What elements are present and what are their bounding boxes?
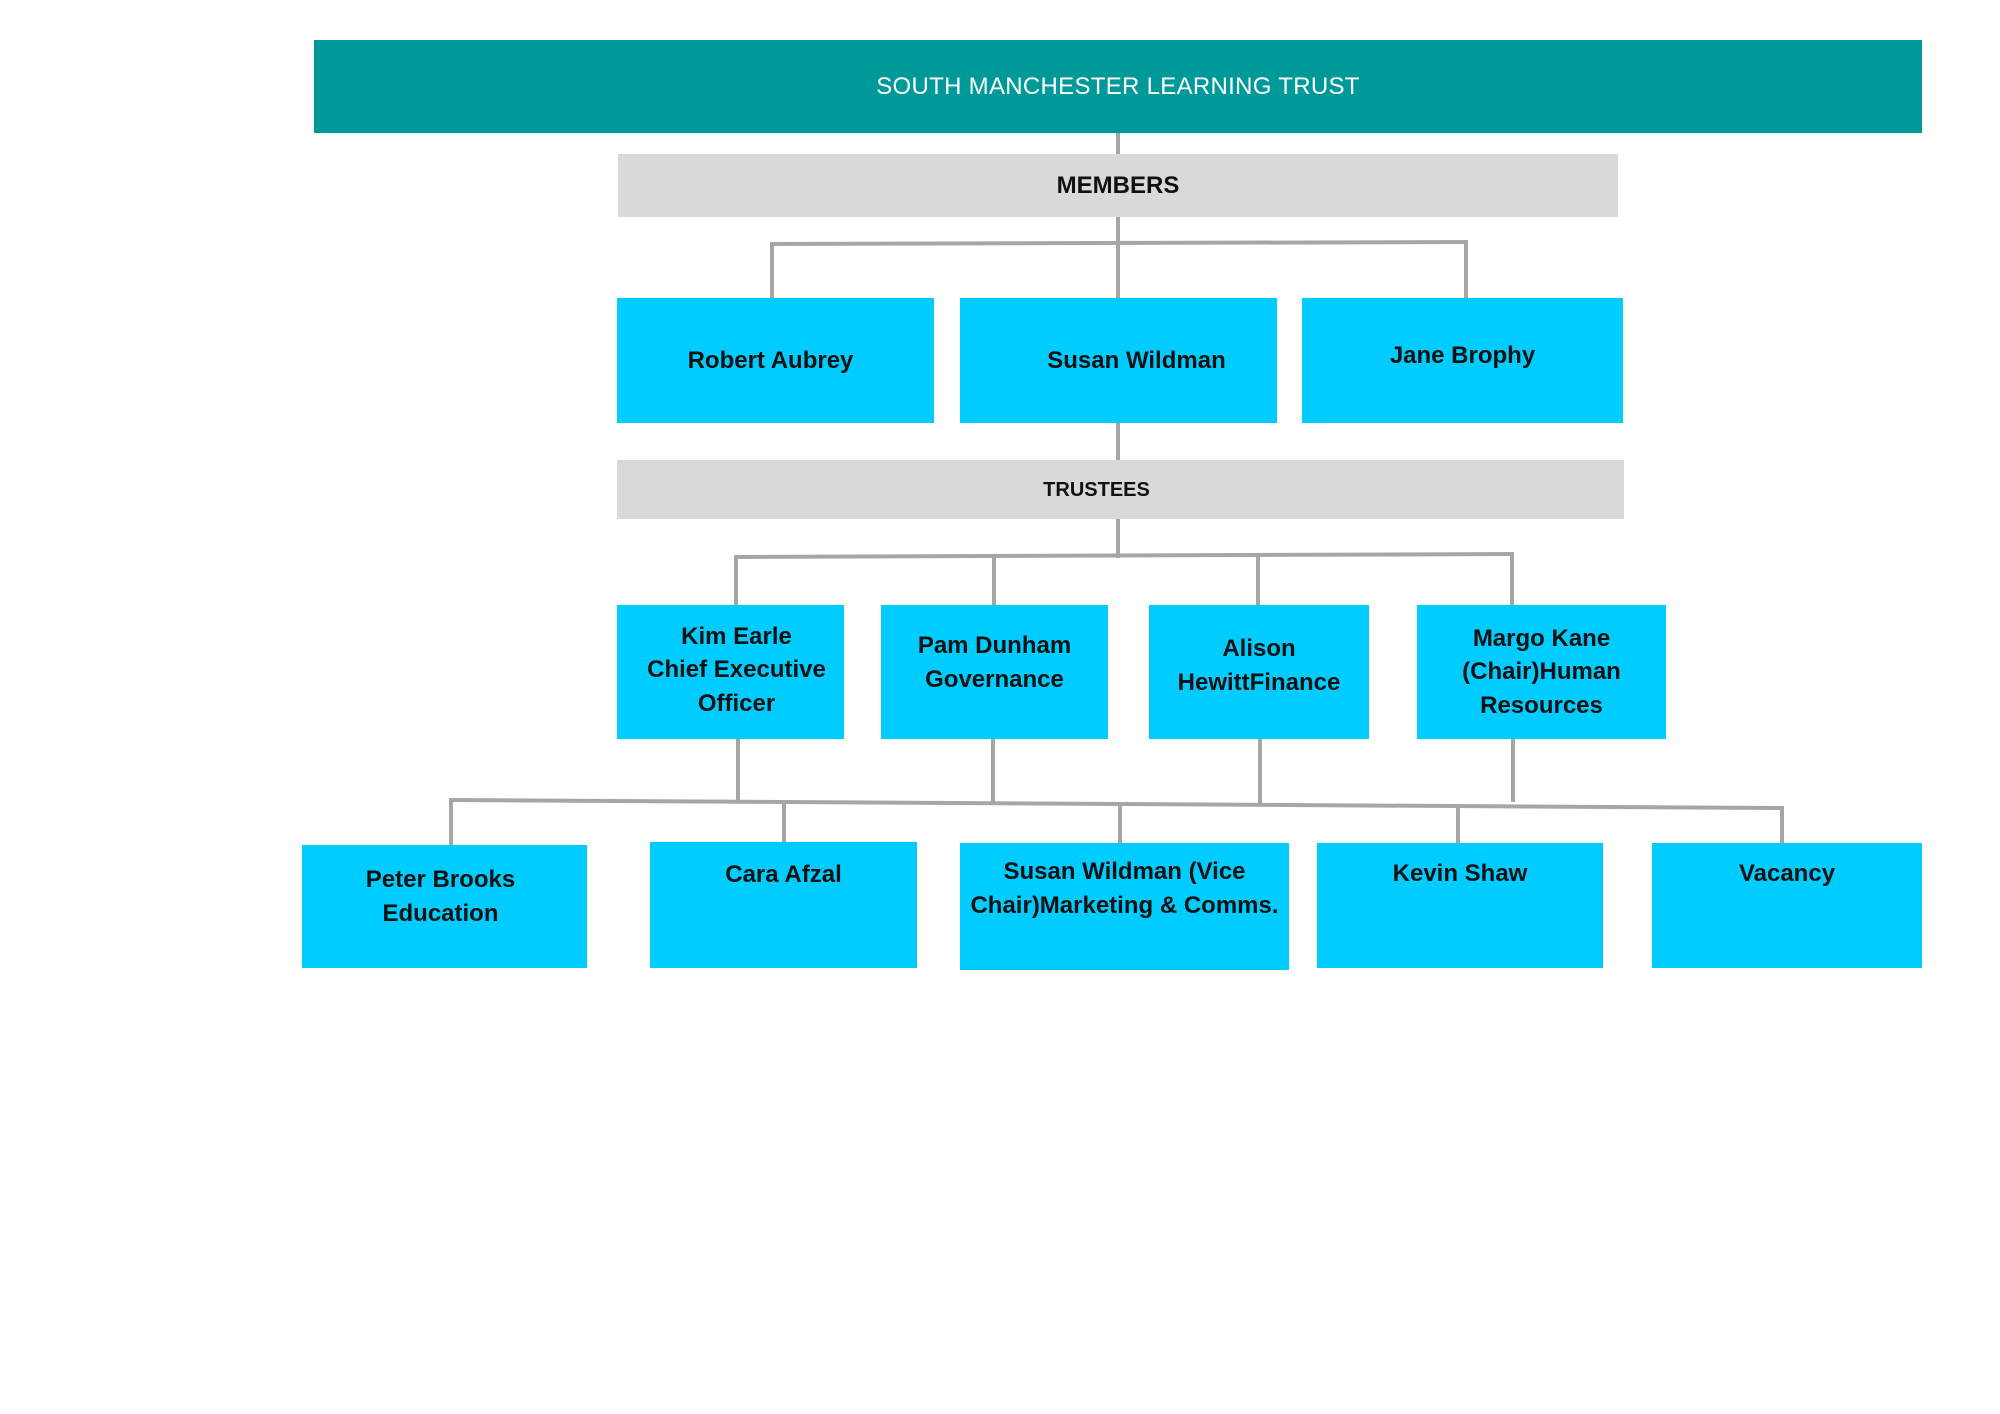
trustee-line: Chief Executive [647, 656, 826, 684]
trustee-line: Margo Kane [1472, 624, 1611, 652]
trustees-header: TRUSTEES [617, 460, 1624, 519]
person-line: Kevin Shaw [1392, 860, 1528, 887]
person-line: Education [382, 899, 499, 927]
trustee-box-alison-hewitt: Alison HewittFinance [1149, 605, 1369, 739]
trustee-line: Pam Dunham [917, 632, 1072, 660]
members-label: MEMBERS [1056, 171, 1180, 199]
person-box-susan-wildman-vice-chair: Susan Wildman (Vice Chair)Marketing & Co… [960, 843, 1289, 970]
connector [448, 797, 1785, 811]
trustee-box-pam-dunham: Pam Dunham Governance [881, 605, 1108, 739]
member-box-jane-brophy: Jane Brophy [1302, 298, 1623, 423]
trustee-line: Governance [925, 666, 1064, 693]
org-title: SOUTH MANCHESTER LEARNING TRUST [876, 72, 1360, 100]
trustee-line: Kim Earle [681, 622, 792, 650]
trustee-line: Resources [1480, 691, 1603, 719]
connector [769, 239, 1469, 247]
person-line: Peter Brooks [365, 866, 516, 893]
org-title-bar: SOUTH MANCHESTER LEARNING TRUST [314, 40, 1922, 133]
member-name: Susan Wildman [1047, 346, 1226, 374]
member-box-susan-wildman: Susan Wildman [960, 298, 1277, 423]
connector [733, 551, 1515, 560]
person-box-vacancy: Vacancy [1652, 843, 1922, 968]
member-name: Jane Brophy [1389, 341, 1536, 369]
trustee-box-margo-kane: Margo Kane (Chair)Human Resources [1417, 605, 1666, 739]
person-box-cara-afzal: Cara Afzal [650, 842, 917, 968]
members-header: MEMBERS [618, 154, 1618, 217]
trustee-line: Alison [1222, 635, 1296, 663]
person-box-kevin-shaw: Kevin Shaw [1317, 843, 1603, 968]
person-line: Chair)Marketing & Comms. [970, 891, 1279, 919]
person-line: Cara Afzal [725, 861, 842, 888]
trustee-line: (Chair)Human [1462, 658, 1621, 686]
member-name: Robert Aubrey [687, 346, 854, 374]
trustee-line: HewittFinance [1177, 669, 1341, 696]
member-box-robert-aubrey: Robert Aubrey [617, 298, 934, 423]
person-box-peter-brooks: Peter Brooks Education [302, 845, 587, 968]
trustee-box-kim-earle: Kim Earle Chief Executive Officer [617, 605, 844, 739]
trustee-line: Officer [697, 689, 776, 717]
person-line: Susan Wildman (Vice [1003, 858, 1246, 885]
person-line: Vacancy [1738, 860, 1836, 887]
trustees-label: TRUSTEES [1043, 478, 1150, 501]
